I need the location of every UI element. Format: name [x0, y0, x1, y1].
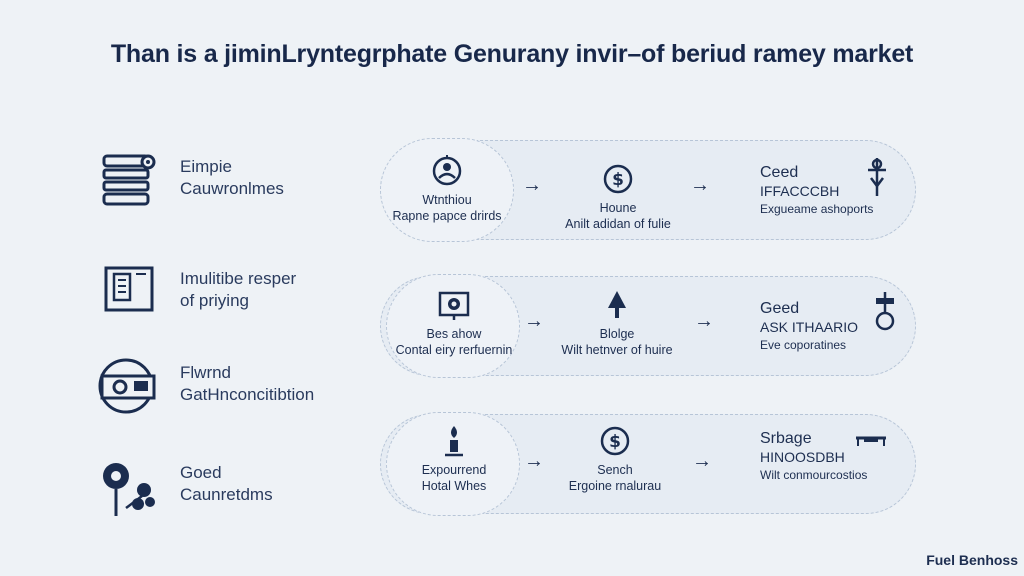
row2-step1: Bes ahow Contal eiry rerfuernin: [390, 288, 518, 358]
left-item-3-line1: Flwrnd: [180, 363, 232, 382]
lamp-ring-icon: [875, 292, 895, 331]
monitor-gear-icon: [438, 291, 470, 320]
left-item-4: Goed Caunretdms: [96, 456, 366, 526]
step-bubble: [386, 274, 520, 378]
flame-candle-icon: [445, 426, 463, 457]
row3-step1-line2: Hotal Whes: [421, 479, 487, 493]
row2-step1-line1: Bes ahow: [426, 327, 482, 341]
brand-logo: Fuel Benhoss: [926, 552, 1018, 568]
left-item-1-line1: Eimpie: [180, 157, 232, 176]
table-rail-icon: [856, 436, 886, 446]
left-item-3-line2: GatHnconcitibtion: [180, 385, 315, 404]
left-item-3: Flwrnd GatHnconcitibtion: [96, 356, 366, 426]
row1-step1-line2: Rapne papce drirds: [392, 209, 502, 223]
row1-end-line3: Exgueame ashoports: [760, 202, 874, 216]
row2-step2: Blolge Wilt hetnver of huire: [552, 288, 682, 358]
row2-step1-line2: Contal eiry rerfuernin: [395, 343, 513, 357]
svg-text:$: $: [609, 432, 621, 452]
row3-step1: Expourrend Hotal Whes: [390, 424, 518, 494]
row3-step2: $ Sench Ergoine rnalurau: [550, 424, 680, 494]
flow-row-1: Wtnthiou Rapne papce drirds → $ Houne An…: [380, 138, 916, 260]
svg-text:$: $: [612, 170, 624, 190]
left-item-4-line1: Goed: [180, 463, 222, 482]
row3-end-line1: Srbage: [760, 430, 812, 447]
row1-end: Ceed IFFACCCBH Exgueame ashoports: [760, 164, 873, 218]
tree-icon: [608, 291, 626, 318]
row1-step2: $ Houne Anilt adidan of fulie: [558, 162, 678, 232]
left-item-2: Imulitibe resper of priying: [96, 262, 366, 332]
arrow-icon: →: [524, 310, 544, 332]
globe-person-icon: [432, 155, 462, 186]
server-stack-icon: [102, 154, 156, 206]
left-item-2-line1: Imulitibe resper: [180, 269, 297, 288]
row3-end-line2: HINOOSDBH: [760, 449, 845, 465]
row3-step1-line1: Expourrend: [421, 463, 487, 477]
dollar-coin-icon: $: [603, 164, 633, 194]
row3-end-line3: Wilt conmourcostios: [760, 468, 868, 482]
row1-end-line1: Ceed: [760, 164, 799, 181]
dollar-coin-icon: $: [600, 426, 630, 456]
row2-step2-line2: Wilt hetnver of huire: [561, 343, 673, 357]
cross-hanger-icon: [868, 158, 886, 196]
flow-row-3: Expourrend Hotal Whes → $ Sench Ergoine …: [380, 412, 916, 534]
row1-step1: Wtnthiou Rapne papce drirds: [384, 154, 510, 224]
step-bubble: [386, 412, 520, 516]
arrow-icon: →: [524, 450, 544, 472]
row2-step2-line1: Blolge: [599, 327, 635, 341]
row2-end-line2: ASK ITHAARIO: [760, 319, 859, 335]
arrow-icon: →: [690, 174, 710, 196]
flow-row-2: Bes ahow Contal eiry rerfuernin → Blolge…: [380, 274, 916, 396]
row3-end: Srbage HINOOSDBH Wilt conmourcostios: [760, 430, 867, 484]
row2-end-line1: Geed: [760, 300, 800, 317]
left-item-4-line2: Caunretdms: [180, 485, 273, 504]
row2-end-line3: Eve coporatines: [760, 338, 847, 352]
calendar-board-icon: [104, 266, 154, 312]
row1-step2-line2: Anilt adidan of fulie: [565, 217, 671, 231]
left-item-1: Eimpie Cauwronlmes: [96, 150, 366, 220]
arrow-icon: →: [692, 450, 712, 472]
flower-gear-icon: [103, 463, 155, 516]
row1-step1-line1: Wtnthiou: [422, 193, 472, 207]
device-circle-icon: [98, 358, 156, 414]
row1-end-line2: IFFACCCBH: [760, 183, 840, 199]
row2-end: Geed ASK ITHAARIO Eve coporatines: [760, 300, 858, 354]
page-title: Than is a jiminLryntegrphate Genurany in…: [110, 40, 914, 68]
row3-step2-line1: Sench: [597, 463, 633, 477]
arrow-icon: →: [522, 174, 542, 196]
row3-step2-line2: Ergoine rnalurau: [568, 479, 662, 493]
row1-step2-line1: Houne: [599, 201, 637, 215]
arrow-icon: →: [694, 310, 714, 332]
left-item-1-line2: Cauwronlmes: [180, 179, 284, 198]
left-item-2-line2: of priying: [180, 291, 249, 310]
